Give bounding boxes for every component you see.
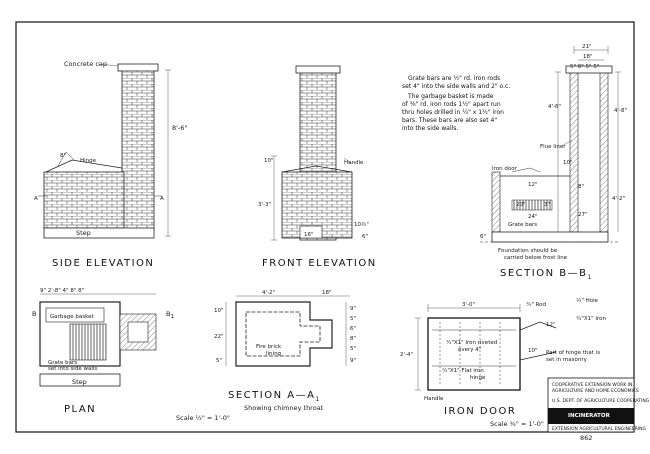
plan-view: 9" 2'-8" 4" 8" 8" Garbage basket Grate b… — [32, 288, 230, 422]
seca-18in: 18" — [322, 290, 332, 296]
seca-22in: 22" — [214, 334, 224, 340]
secb-4-2: 4'-2" — [612, 196, 625, 202]
door-3-0: 3'-0" — [462, 302, 475, 308]
secb-24in: 24" — [528, 214, 538, 220]
note-line-5: thru holes drilled in ¼" x 1½" iron — [402, 109, 504, 116]
secb-4-8: 4'-8" — [614, 108, 627, 114]
secb-10in: 10" — [563, 160, 573, 166]
sheet-border — [15, 21, 635, 433]
door-2-4: 2'-4" — [400, 352, 413, 358]
notes-block: Grate bars are ½" rd. iron rods set 4" i… — [402, 75, 510, 132]
door-hinge-note-2: set in masonry — [546, 357, 588, 363]
tb-line-1: COOPERATIVE EXTENSION WORK IN — [552, 382, 632, 388]
plan-b-right: B1 — [166, 310, 174, 320]
note-line-6: bars. These bars are also set 4" — [402, 117, 497, 124]
secb-20in: 20" — [516, 202, 526, 208]
seca-4-2: 4'-2" — [262, 290, 275, 296]
front-16in: 16" — [304, 232, 314, 238]
side-height-label: 8'-6" — [172, 124, 187, 132]
side-elevation: Concrete cap 8'-6" 8" Hinge A A Step SID… — [34, 60, 187, 269]
door-hinge-note-1: Part of hinge that is — [546, 350, 600, 356]
secb-21in: 21" — [582, 44, 592, 50]
door-riveted-2: every 4" — [458, 347, 481, 353]
tb-line-3: U.S. DEPT. OF AGRICULTURE COOPERATING — [552, 398, 650, 404]
seca-right-5: 5" — [350, 346, 356, 352]
secb-grate-bars: Grate bars — [508, 222, 537, 228]
iron-door-title: IRON DOOR — [444, 406, 516, 417]
secb-dim-row: 5" 8" 5" 5" — [570, 64, 599, 70]
plan-title: PLAN — [64, 404, 96, 415]
note-line-3: The garbage basket is made — [407, 93, 494, 100]
seca-right-2: 5" — [350, 316, 356, 322]
seca-5in: 5" — [216, 358, 222, 364]
tb-line-4: EXTENSION AGRICULTURAL ENGINEERING — [552, 426, 646, 432]
door-flat-iron-2: hinge — [470, 375, 486, 381]
foundation-line-2: carried below frost line — [504, 255, 568, 261]
secb-27in: 27" — [578, 212, 588, 218]
tb-title: INCINERATOR — [568, 413, 611, 419]
front-handle-label: Handle — [344, 160, 364, 166]
front-elevation: 10" 3'-3" Handle 16" 10½" 6" FRONT ELEVA… — [258, 65, 377, 269]
concrete-cap — [117, 63, 159, 72]
secb-12in: 12" — [528, 182, 538, 188]
tb-number: 862 — [580, 434, 592, 442]
secb-6in: 6" — [480, 234, 486, 240]
section-b: 21" 18" 5" 8" 5" 5" 4'-6" 4'-8" 4'-2" Fl… — [480, 44, 627, 281]
flue-liner-label: Flue liner — [540, 144, 566, 150]
fire-brick-1: Fire brick — [256, 344, 282, 350]
side-step-label: Step — [76, 229, 91, 237]
section-a-right: A — [160, 196, 164, 202]
door-10in: 10" — [528, 348, 538, 354]
secb-18in: 18" — [583, 54, 593, 60]
plan-scale: Scale ½" = 1'-0" — [176, 414, 230, 422]
section-a-subtitle: Showing chimney throat — [244, 404, 324, 412]
hinge-label: Hinge — [80, 158, 97, 164]
section-a-left: A — [34, 196, 38, 202]
fire-brick-2: lining — [266, 351, 281, 357]
door-handle: Handle — [424, 396, 444, 402]
seca-right-1: 9" — [350, 306, 356, 312]
front-6in: 6" — [362, 234, 368, 240]
front-elevation-title: FRONT ELEVATION — [262, 258, 377, 269]
plan-grate-bars-1: Grate bars — [48, 360, 77, 366]
door-scale: Scale ¾" = 1'-0" — [490, 420, 544, 428]
secb-3in: 3" — [544, 202, 550, 208]
section-a-title: SECTION A—A1 — [228, 390, 321, 403]
front-3-3: 3'-3" — [258, 202, 271, 208]
front-10-5: 10½" — [354, 221, 369, 228]
concrete-cap-label: Concrete cap — [64, 60, 107, 68]
note-line-1: Grate bars are ½" rd. iron rods — [408, 75, 500, 82]
note-line-7: into the side walls. — [402, 125, 458, 132]
plan-garbage-basket: Garbage basket — [50, 314, 94, 320]
title-block: COOPERATIVE EXTENSION WORK IN AGRICULTUR… — [547, 377, 650, 442]
plan-grate-bars-2: set into side walls — [48, 366, 97, 372]
door-hole: ½" Hole — [576, 297, 599, 304]
iron-door-view: 3'-0" 2'-4" ¼" Rod ½" Hole 12" ¼"X1" Iro… — [400, 297, 607, 428]
seca-right-3: 6" — [350, 326, 356, 332]
door-iron-bar: ¼"X1" Iron — [576, 316, 607, 322]
plan-step-label: Step — [72, 378, 87, 386]
seca-10in: 10" — [214, 308, 224, 314]
seca-right-4: 8" — [350, 336, 356, 342]
front-10in: 10" — [264, 158, 274, 164]
door-12in: 12" — [546, 322, 556, 328]
door-flat-iron-1: ¼"X1" Flat iron — [442, 368, 484, 374]
foundation-line-1: Foundation should be — [498, 248, 558, 254]
side-8in-label: 8" — [60, 153, 66, 159]
section-b-title: SECTION B—B1 — [500, 268, 593, 281]
secb-8in: 8" — [578, 184, 584, 190]
note-line-2: set 4" into the side walls and 2" o.c. — [402, 83, 510, 90]
note-line-4: of ⅜" rd. iron rods 1½" apart run — [402, 101, 501, 108]
plan-b-left: B — [32, 310, 36, 318]
section-a: 4'-2" 18" 10" 22" 5" 9" 5" 6" 8" 5" 9" F… — [214, 290, 356, 412]
door-rod: ¼" Rod — [526, 302, 546, 308]
iron-door-label: Iron door — [492, 166, 518, 172]
door-riveted-1: ¼"X1" Iron riveted — [446, 340, 497, 346]
seca-right-6: 9" — [350, 358, 356, 364]
secb-4-6: 4'-6" — [548, 104, 561, 110]
plan-dims-top: 9" 2'-8" 4" 8" 8" — [40, 288, 84, 294]
side-elevation-title: SIDE ELEVATION — [52, 258, 154, 269]
tb-line-2: AGRICULTURE AND HOME ECONOMICS — [552, 388, 639, 394]
